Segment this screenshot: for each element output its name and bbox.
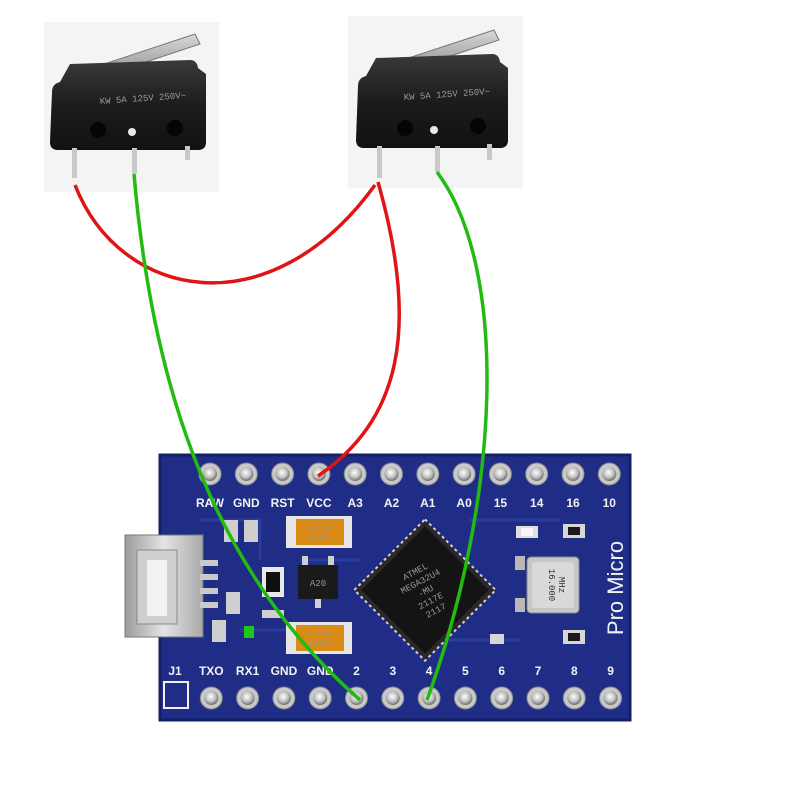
bottom-pin: 7 [526,664,550,710]
bottom-pin: GND [271,664,298,710]
bottom-pin-label: 3 [389,664,396,678]
top-pin-label: A3 [348,496,364,510]
top-pin: 14 [525,462,549,510]
top-pin-label: RST [271,496,296,510]
top-pin: A0 [452,462,476,510]
bottom-pin: TXO [199,664,224,710]
power-led [244,626,254,638]
top-pin-label: 15 [494,496,508,510]
green-wire-right-switch-to-pin-4 [425,170,489,701]
top-pin: 16 [561,462,585,510]
red-wire-switch-to-switch [73,183,377,285]
left-switch-leg [72,148,77,178]
bottom-pin-label: 8 [571,664,578,678]
top-pin-label: A2 [384,496,400,510]
right-switch-mount-hole [397,120,413,136]
bottom-pin-label: 6 [498,664,505,678]
bottom-pin-label: RX1 [236,664,260,678]
smd-components [212,520,585,644]
crystal-text-line: 16.000 [546,569,556,601]
right-switch-leg [487,144,492,160]
svg-text:A104C: A104C [308,630,332,639]
bottom-pin-label: 5 [462,664,469,678]
left-micro-switch: KW 5A 125V 250V~ [44,22,219,192]
bottom-pin: 6 [490,664,514,710]
right-switch-body [356,54,508,148]
left-switch-leg [185,146,190,160]
top-pin-label: 16 [566,496,580,510]
micro-usb-connector [124,534,218,638]
top-pin-label: 10 [603,496,617,510]
bottom-pin: RX1 [236,664,260,710]
svg-text:19101: 19101 [308,534,332,543]
top-pin: A1 [416,462,440,510]
bottom-pin: 3 [381,664,405,710]
top-pin-header: RAW GND RST VCC A3 A2 A1 A0 15 14 16 10 [196,462,621,510]
bottom-pin-label: 9 [607,664,614,678]
right-switch-mount-hole [470,118,486,134]
top-pin: 15 [488,462,512,510]
board-name-label: Pro Micro [603,541,628,635]
svg-text:A104C: A104C [308,524,332,533]
bottom-pin-label: 4 [426,664,433,678]
top-pin-label: GND [233,496,260,510]
top-pin: GND [233,462,260,510]
bottom-pin: 8 [562,664,586,710]
crystal-text-line: MHz [556,577,566,593]
top-pin-label: 14 [530,496,544,510]
left-switch-mount-hole [167,120,183,136]
top-pin: RST [271,462,296,510]
bottom-pin: 9 [599,664,623,710]
wires [73,170,489,702]
svg-text:19101: 19101 [308,640,332,649]
red-wire-switch-to-vcc [317,181,401,478]
top-pin: 10 [597,462,621,510]
voltage-regulator: A20 [298,556,338,608]
green-wire-left-switch-to-pin-2 [132,173,362,702]
svg-text:A20: A20 [310,579,326,589]
right-micro-switch: KW 5A 125V 250V~ [348,16,523,188]
right-switch-leg [377,146,382,178]
tantalum-capacitor-top: A104C 19101 [286,516,352,548]
left-switch-mount-hole [90,122,106,138]
bottom-pin-label: 7 [535,664,542,678]
bottom-pin-label: 2 [353,664,360,678]
top-pin-label: VCC [306,496,332,510]
bottom-pin: 5 [453,664,477,710]
left-switch-body [50,60,206,150]
bottom-pin-label: J1 [168,664,182,678]
top-pin-label: A1 [420,496,436,510]
left-switch-leg [132,148,137,174]
top-pin: A3 [343,462,367,510]
tantalum-capacitor-bottom: A104C 19101 [286,622,352,654]
top-pin: A2 [380,462,403,510]
bottom-pin-label: GND [271,664,298,678]
bottom-pin: J1 [168,664,182,678]
right-switch-leg [435,146,440,172]
bottom-pin-label: TXO [199,664,224,678]
top-pin-label: RAW [196,496,225,510]
top-pin-label: A0 [456,496,472,510]
